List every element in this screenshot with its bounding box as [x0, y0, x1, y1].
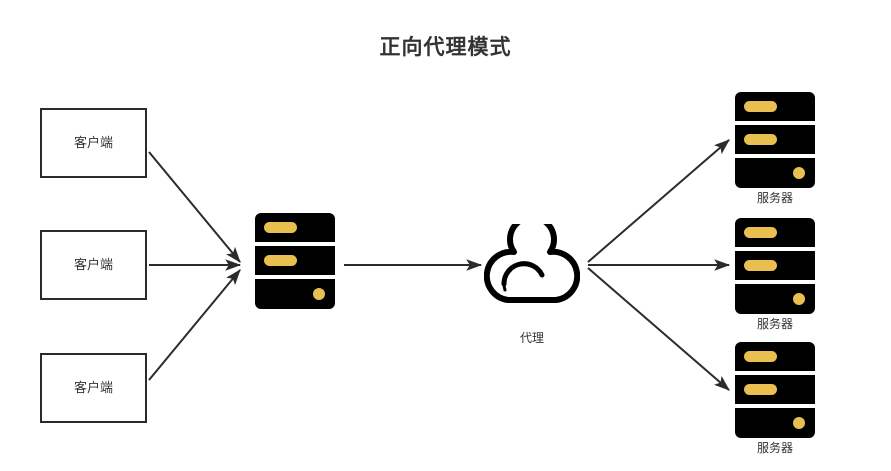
page-title: 正向代理模式 — [379, 36, 512, 59]
server-indicator-pill-icon — [744, 260, 777, 271]
proxy-server-icon[interactable] — [255, 213, 335, 309]
server-indicator-pill-icon — [744, 134, 777, 145]
server-panel-top — [255, 213, 335, 242]
arrow-cloud-to-server3 — [587, 267, 730, 391]
server-panel-middle — [735, 251, 815, 280]
backend-server-icon[interactable] — [735, 218, 815, 314]
server-indicator-pill-icon — [744, 351, 777, 362]
server-panel-top — [735, 342, 815, 371]
cloud-glyph — [483, 214, 581, 303]
server-indicator-pill-icon — [744, 101, 777, 112]
backend-server-icon[interactable] — [735, 342, 815, 438]
server-indicator-pill-icon — [744, 384, 777, 395]
arrow-cloud-to-server1 — [587, 139, 730, 263]
client-label: 客户端 — [73, 380, 113, 395]
client-box[interactable]: 客户端 — [40, 353, 147, 423]
server-panel-bottom — [255, 279, 335, 309]
server-panel-middle — [735, 375, 815, 404]
server-indicator-dot-icon — [793, 167, 805, 179]
server-label: 服务器 — [756, 441, 793, 455]
server-label: 服务器 — [756, 191, 793, 205]
client-label: 客户端 — [73, 135, 113, 150]
server-panel-middle — [255, 246, 335, 275]
backend-server-icon[interactable] — [735, 92, 815, 188]
cloud-icon[interactable] — [483, 214, 581, 306]
arrow-client3-to-proxy — [148, 269, 241, 381]
server-panel-bottom — [735, 408, 815, 438]
client-label: 客户端 — [73, 257, 113, 272]
server-label: 服务器 — [756, 317, 793, 331]
server-indicator-dot-icon — [793, 293, 805, 305]
server-indicator-pill-icon — [744, 227, 777, 238]
arrow-client1-to-proxy — [148, 151, 241, 263]
server-indicator-pill-icon — [264, 222, 297, 233]
server-panel-middle — [735, 125, 815, 154]
server-panel-top — [735, 218, 815, 247]
server-panel-top — [735, 92, 815, 121]
server-indicator-dot-icon — [313, 288, 325, 300]
client-box[interactable]: 客户端 — [40, 108, 147, 178]
server-panel-bottom — [735, 284, 815, 314]
server-panel-bottom — [735, 158, 815, 188]
proxy-label: 代理 — [519, 331, 544, 345]
client-box[interactable]: 客户端 — [40, 230, 147, 300]
server-indicator-pill-icon — [264, 255, 297, 266]
server-indicator-dot-icon — [793, 417, 805, 429]
